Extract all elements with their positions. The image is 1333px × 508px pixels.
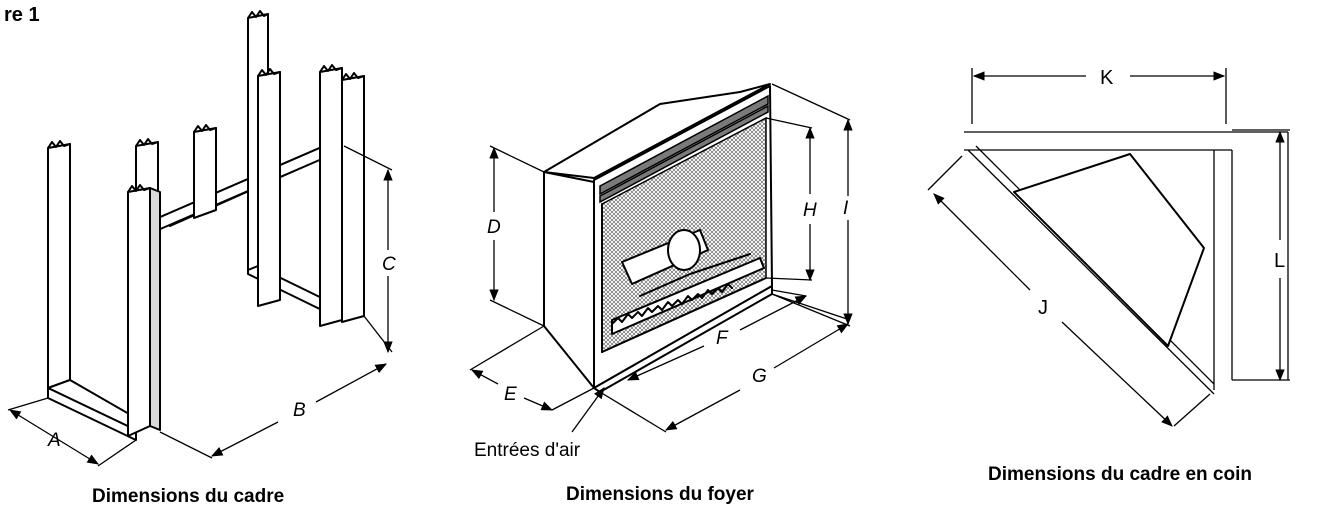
firebox-diagram: D E F G H I [469,83,853,433]
dimension-label-c: C [382,254,396,275]
frame-back-post-right-2 [341,75,365,323]
frame-mid-post [193,127,217,219]
air-inlet-label: Entrées d'air [474,440,581,461]
dimension-label-g: G [752,366,767,387]
dimension-label-j: J [1038,297,1048,319]
caption-frame: Dimensions du cadre [92,486,284,507]
frame-back-post-right-1 [319,67,343,327]
firebox-louver-2 [599,104,769,204]
dimension-label-e: E [504,384,517,405]
dimension-line-a [9,409,99,465]
firebox-left-side [543,171,595,389]
firebox-top [543,83,771,179]
firebox-log-end [667,229,701,271]
dimension-label-l: L [1274,250,1285,272]
dimension-label-i: I [843,198,849,219]
firebox-louver-1 [599,94,769,196]
caption-corner: Dimensions du cadre en coin [988,464,1252,485]
air-inlet-pointer [571,387,605,433]
corner-frame-diagram: K L J [927,67,1290,427]
dimension-label-f: F [716,328,729,349]
frame-front-right-post [127,187,151,437]
dimension-label-b: B [293,400,306,421]
dimension-label-k: K [1100,67,1114,89]
dimension-line-b [159,431,213,459]
dimension-label-d: D [487,217,501,238]
frame-back-post-mid [257,71,281,307]
dimension-label-a: A [47,430,61,451]
caption-firebox: Dimensions du foyer [566,484,755,505]
frame-diagram: A B C [7,10,396,467]
dimension-label-h: H [803,200,817,221]
figure-title: re 1 [4,4,40,26]
frame-front-left-post [47,143,71,389]
corner-appliance [1013,153,1205,347]
